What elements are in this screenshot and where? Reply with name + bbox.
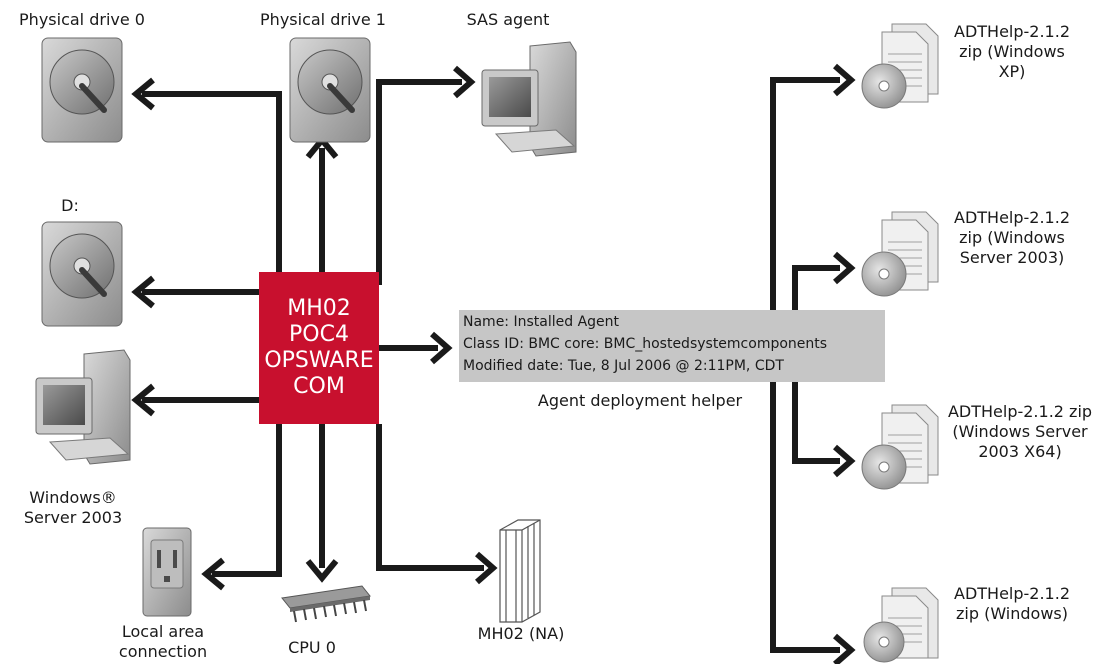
- connector-sas-agent: [376, 79, 462, 285]
- arrowhead-package-2: [833, 251, 856, 285]
- power-outlet-icon: [142, 527, 192, 617]
- label-local-area-connection: Local area connection: [118, 622, 208, 661]
- package-icon: [861, 211, 939, 297]
- arrowhead-package-1: [833, 63, 856, 97]
- package-icon: [863, 587, 939, 663]
- connector-local-area-connection: [212, 424, 282, 577]
- rack-icon: [499, 519, 541, 623]
- computer-icon: [35, 349, 131, 465]
- cpu-chip-icon: [281, 585, 371, 623]
- agent-info-box[interactable]: Name: Installed Agent Class ID: BMC core…: [459, 310, 885, 382]
- label-sas-agent: SAS agent: [466, 10, 550, 29]
- label-physical-drive-0: Physical drive 0: [19, 10, 145, 29]
- arrowhead-mh02-na: [475, 551, 498, 585]
- hard-drive-icon: [41, 221, 123, 327]
- arrowhead-package-4: [833, 633, 856, 664]
- arrowhead-package-3: [833, 444, 856, 478]
- label-package-1: ADTHelp-2.1.2 zip (Windows XP): [954, 22, 1070, 81]
- center-node-line: MH02: [287, 296, 351, 321]
- arrowheads: [131, 63, 856, 664]
- label-package-4: ADTHelp-2.1.2 zip (Windows): [954, 584, 1070, 623]
- arrowhead-local-area-connection: [201, 557, 225, 591]
- label-cpu: CPU 0: [288, 638, 336, 657]
- agent-caption: Agent deployment helper: [537, 391, 743, 410]
- arrowhead-sas-agent: [453, 65, 476, 99]
- arrowhead-cpu: [305, 559, 339, 583]
- center-node-line: OPSWARE: [264, 348, 374, 373]
- arrowhead-agent-helper: [430, 331, 453, 365]
- agent-class-id: Class ID: BMC core: BMC_hostedsystemcomp…: [463, 336, 828, 352]
- connectors: [142, 77, 840, 653]
- arrowhead-windows-server: [131, 383, 155, 417]
- center-node-line: POC4: [289, 322, 349, 347]
- label-drive-d: D:: [61, 196, 79, 215]
- package-icon: [861, 404, 939, 490]
- center-node-line: COM: [293, 374, 345, 399]
- connector-physical-drive-0: [142, 91, 282, 272]
- connector-mh02-na: [376, 424, 484, 571]
- label-package-3: ADTHelp-2.1.2 zip (Windows Server 2003 X…: [947, 402, 1093, 461]
- label-mh02-na: MH02 (NA): [477, 624, 565, 643]
- agent-modified-date: Modified date: Tue, 8 Jul 2006 @ 2:11PM,…: [463, 358, 784, 374]
- label-physical-drive-1: Physical drive 1: [260, 10, 386, 29]
- hard-drive-icon: [289, 37, 371, 143]
- hard-drive-icon: [41, 37, 123, 143]
- agent-name: Name: Installed Agent: [463, 314, 620, 330]
- label-package-2: ADTHelp-2.1.2 zip (Windows Server 2003): [954, 208, 1070, 267]
- arrowhead-drive-d: [131, 275, 155, 309]
- label-windows-server: Windows® Server 2003: [23, 488, 123, 527]
- package-icon: [861, 23, 939, 109]
- center-node[interactable]: MH02 POC4 OPSWARE COM: [259, 272, 379, 424]
- computer-icon: [481, 41, 577, 157]
- arrowhead-physical-drive-0: [131, 77, 155, 111]
